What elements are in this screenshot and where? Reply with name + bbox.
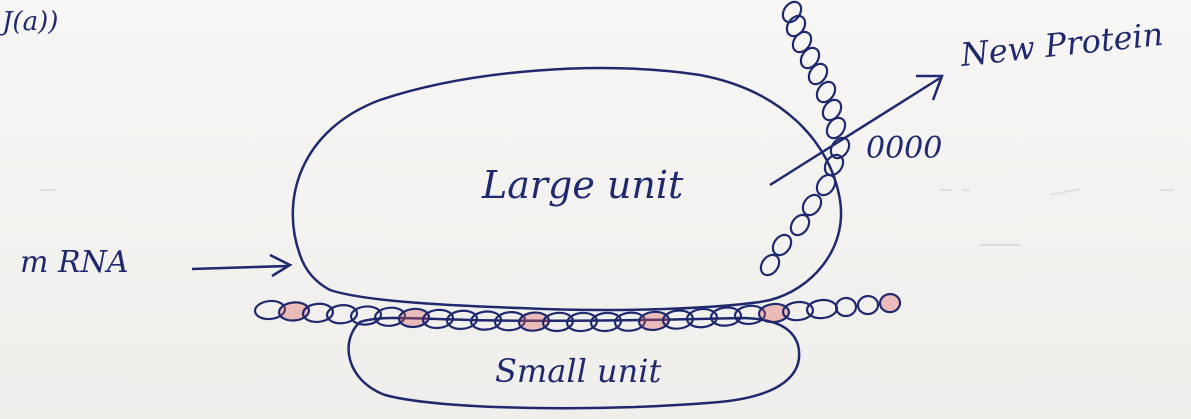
protein-bead (781, 0, 803, 24)
mrna-bead (685, 307, 719, 329)
mrna-bead (637, 310, 671, 332)
protein-bead (759, 253, 781, 277)
mrna-bead (301, 302, 335, 324)
protein-bead (821, 98, 843, 122)
mrna-bead (373, 306, 407, 327)
chain-tail-label: 0000 (866, 131, 942, 166)
mrna-bead (541, 311, 575, 333)
protein-bead (807, 62, 829, 86)
protein-bead (791, 30, 813, 54)
mrna-bead (493, 311, 527, 332)
protein-bead (785, 14, 807, 38)
protein-bead (799, 46, 821, 70)
mrna-bead (253, 299, 287, 321)
mrna-bead (805, 298, 839, 320)
mrna-bead (878, 292, 902, 314)
mrna-bead (349, 305, 383, 326)
mrna-bead (325, 304, 359, 325)
mrna-bead (589, 311, 623, 333)
mrna-bead (856, 294, 880, 316)
bleed-through-marks (40, 188, 1174, 246)
small-unit-label: Small unit (495, 352, 661, 390)
mrna-label: m RNA (20, 245, 129, 280)
protein-chain (759, 0, 851, 277)
large-unit-outline (291, 66, 843, 312)
mrna-bead (469, 310, 503, 331)
protein-bead (823, 153, 845, 177)
new-protein-label: New Protein (958, 15, 1165, 74)
corner-text: J(a)) (0, 7, 58, 37)
mrna-bead (613, 311, 647, 332)
mrna-bead (445, 309, 479, 330)
protein-bead (771, 233, 793, 257)
mrna-bead (733, 304, 767, 326)
mrna-bead (757, 302, 791, 324)
protein-bead (789, 213, 811, 237)
mrna-bead (565, 311, 599, 333)
small-unit-outline (347, 316, 801, 410)
protein-bead (829, 136, 851, 160)
protein-bead (815, 80, 837, 104)
mrna-bead (661, 309, 695, 330)
mrna-bead (421, 308, 455, 330)
mrna-bead (834, 296, 858, 318)
mrna-chain (253, 292, 902, 333)
mrna-arrow (191, 253, 293, 278)
mrna-bead (397, 307, 431, 329)
mrna-bead (277, 301, 311, 322)
large-unit-label: Large unit (481, 163, 684, 207)
protein-bead (825, 116, 847, 140)
mrna-bead (781, 300, 815, 322)
new-protein-arrow (769, 74, 944, 187)
mrna-bead (709, 306, 743, 327)
mrna-bead (517, 311, 551, 332)
protein-bead (801, 193, 823, 217)
